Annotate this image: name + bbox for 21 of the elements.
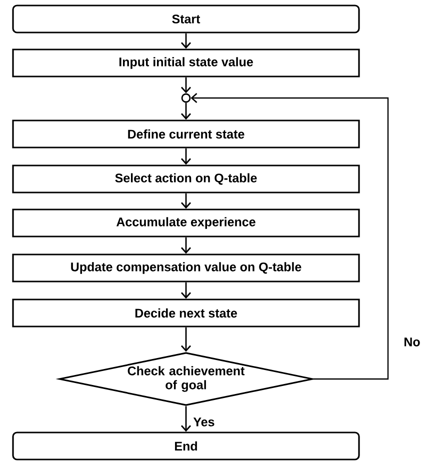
arrow: [180, 237, 192, 254]
process-box: Define current state: [12, 120, 360, 148]
process-box: Update compensation value on Q-table: [12, 254, 360, 282]
arrow: [180, 77, 192, 94]
arrow: [180, 193, 192, 209]
edge-label: Yes: [192, 416, 216, 428]
arrow: [180, 406, 192, 432]
arrow: [180, 148, 192, 165]
arrow: [180, 33, 192, 49]
edge-label: No: [402, 336, 422, 348]
arrow: [190, 92, 389, 380]
process-box: Decide next state: [12, 298, 360, 328]
process-box: Select action on Q-table: [12, 164, 360, 194]
process-box: Input initial state value: [12, 48, 360, 78]
terminal-box: Start: [12, 4, 360, 34]
arrow: [180, 282, 192, 299]
junction-circle: [181, 93, 191, 103]
terminal-box: End: [12, 432, 360, 460]
arrow: [180, 327, 192, 352]
arrow: [180, 102, 192, 120]
process-box: Accumulate experience: [12, 208, 360, 238]
